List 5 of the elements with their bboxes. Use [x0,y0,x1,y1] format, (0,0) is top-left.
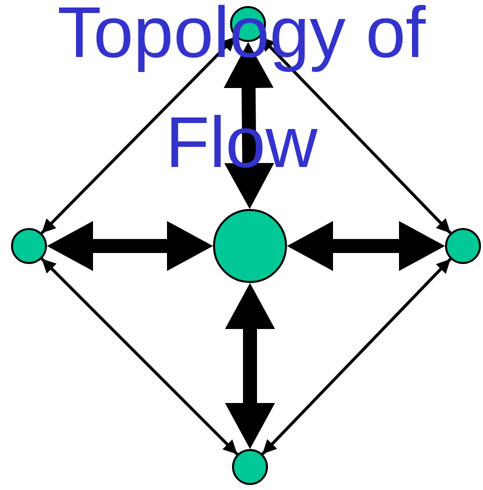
thick-double-arrow [227,283,273,449]
double-arrow [261,258,452,456]
thick-double-arrow [47,223,213,269]
thick-double-arrow [287,223,445,269]
double-arrow [40,258,238,456]
